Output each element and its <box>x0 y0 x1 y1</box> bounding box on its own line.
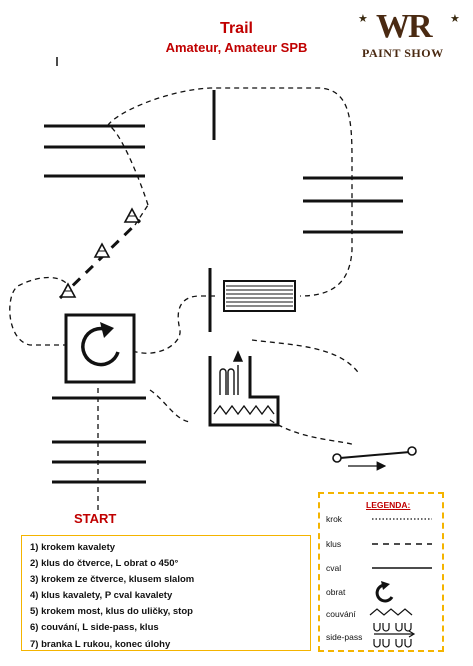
cone-icon <box>123 207 141 223</box>
step-item: 3) krokem ze čtverce, klusem slalom <box>30 574 195 586</box>
cone-icon <box>59 282 77 298</box>
star-icon: ★ <box>450 13 460 25</box>
turn-arrow-icon <box>81 326 120 367</box>
side-pass-icon <box>373 623 416 648</box>
cavaletti-1 <box>44 90 216 178</box>
course-subtitle: Amateur, Amateur SPB <box>165 40 308 55</box>
zigzag-icon <box>369 608 413 616</box>
step-item: 6) couvání, L side-pass, klus <box>30 622 159 634</box>
step-item: 4) klus kavalety, P cval kavalety <box>30 590 173 602</box>
legend-label-krok: krok <box>326 514 343 524</box>
legend: LEGENDA: krok klus cval obrat couvání si… <box>318 492 444 652</box>
turn-arrow-icon <box>375 581 394 603</box>
step-item: 5) krokem most, klus do uličky, stop <box>30 606 193 618</box>
slalom-cones <box>58 207 142 300</box>
legend-label-side-pass: side-pass <box>326 632 363 642</box>
alley <box>208 350 280 427</box>
legend-title: LEGENDA: <box>366 500 411 510</box>
gate <box>332 446 417 471</box>
star-icon: ★ <box>358 13 368 25</box>
turn-box <box>64 313 136 384</box>
brand-logo: ★ WR ★ PAINT SHOW <box>358 8 464 66</box>
bridge <box>208 268 296 332</box>
legend-symbols <box>369 518 432 648</box>
legend-label-obrat: obrat <box>326 587 346 597</box>
steps-list: 1) krokem kavalety 2) klus do čtverce, L… <box>21 535 311 651</box>
start-label: START <box>74 511 117 526</box>
step-item: 7) branka L rukou, konec úlohy <box>30 638 171 650</box>
logo-text: PAINT SHOW <box>362 46 444 60</box>
zigzag-icon <box>213 404 275 416</box>
step-item: 1) krokem kavalety <box>30 542 116 553</box>
side-pass-icon <box>219 350 244 395</box>
legend-label-klus: klus <box>326 539 342 549</box>
legend-label-cval: cval <box>326 563 342 573</box>
course-title: Trail <box>220 20 253 37</box>
logo-brand: WR <box>376 8 433 45</box>
step-item: 2) klus do čtverce, L obrat o 450° <box>30 558 179 570</box>
legend-label-couvani: couvání <box>326 609 356 619</box>
route-path <box>9 87 361 510</box>
cone-icon <box>93 242 111 258</box>
start-cavaletti <box>52 396 146 484</box>
cavaletti-2 <box>303 176 403 234</box>
